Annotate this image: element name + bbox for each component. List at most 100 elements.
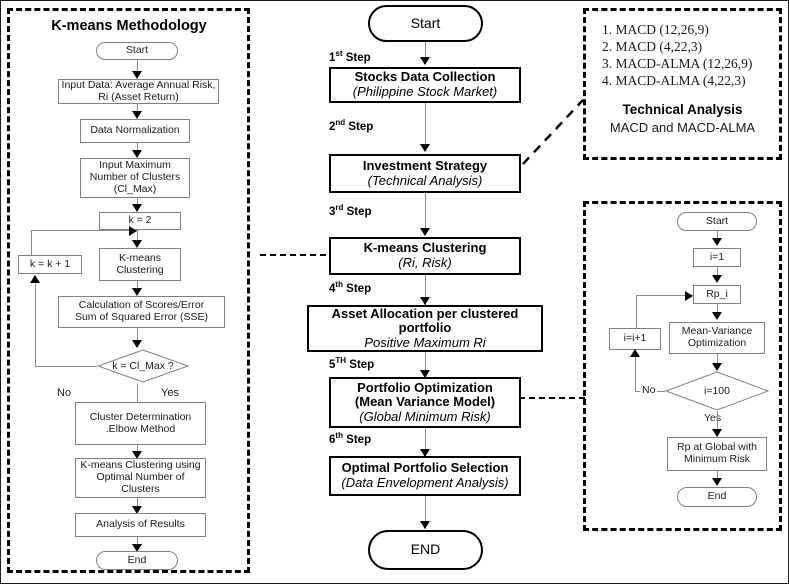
opt-node-mean-variance: Mean-Variance Optimization [669,322,765,354]
connector-center-4 [425,275,426,306]
opt-node-result-line2: Minimum Risk [684,453,750,465]
left-node-sse-line1: Calculation of Scores/Error [78,299,205,312]
center-node-kmeans-clustering: K-means Clustering (Ri, Risk) [329,237,521,275]
opt-node-mean-variance-line1: Mean-Variance [681,325,753,338]
center-node-end: END [368,530,483,570]
left-node-sse: Calculation of Scores/Error Sum of Squar… [58,296,225,328]
arrow-left-3 [132,150,142,158]
link-investment-to-technical-analysis [519,96,587,168]
left-node-optimal-clustering-line1: K-means Clustering using [80,459,201,472]
left-node-input-data: Input Data: Average Annual Risk, Ri (Ass… [58,79,219,104]
connector-left-9 [137,383,138,407]
arrow-left-7 [132,340,142,348]
center-node-portfolio-title: Portfolio Optimization [357,379,493,395]
left-node-k-increment: k = k + 1 [18,255,82,274]
diagonal-dash-line [522,99,584,165]
opt-node-i-init-label: i=1 [709,250,725,263]
arrow-opt-2 [712,275,722,283]
center-step-2-sup: nd [335,118,346,127]
arrow-left-1 [132,71,142,79]
connector-opt-2 [717,267,718,278]
arrow-opt-6 [712,478,722,486]
center-node-optimal-portfolio-selection: Optimal Portfolio Selection (Data Envelo… [329,456,521,496]
arrow-center-2 [420,144,430,152]
opt-node-result-line1: Rp at Global with [677,441,757,454]
left-node-kmeans-clustering-line2: Clustering [116,263,164,276]
center-step-5-word: Step [349,358,375,371]
arrow-opt-no-up [630,349,640,357]
left-node-start: Start [96,42,178,60]
center-node-optimal-subtitle: (Data Envelopment Analysis) [341,475,509,490]
left-node-start-label: Start [125,44,149,57]
macd-item-2: 2. MACD (4,22,3) [602,39,703,54]
center-step-label-2: 2nd Step [329,118,373,133]
arrow-left-2 [132,111,142,119]
left-node-optimal-clustering-line3: Clusters [121,482,160,495]
connector-center-2 [425,103,426,151]
center-node-stocks-title: Stocks Data Collection [354,69,496,85]
arrow-left-5 [132,240,142,248]
center-step-6-sup: th [335,431,343,440]
arrow-left-4 [132,204,142,212]
center-step-4-word: Step [346,282,372,295]
center-step-4-sup: th [335,280,343,289]
connector-opt-no-v [635,356,636,391]
connector-opt-1 [717,231,718,241]
left-node-data-normalization: Data Normalization [80,119,190,143]
connector-loop-in-h [31,230,137,231]
connector-opt-5 [717,411,718,435]
optimization-panel [583,201,782,531]
opt-edge-label-yes: Yes [704,412,722,424]
arrow-no-up [30,275,40,283]
opt-node-end-label: End [707,490,727,503]
arrow-center-7 [420,521,430,529]
center-node-kmeans-subtitle: (Ri, Risk) [398,255,452,270]
connector-center-1 [425,42,426,64]
center-node-start-label: Start [410,14,441,31]
arrow-opt-3 [712,312,722,320]
technical-analysis-panel [583,8,782,160]
connector-left-3 [137,143,138,152]
center-step-6-num: 6 [329,433,336,446]
left-node-input-data-line2: Ri (Asset Return) [98,90,179,103]
link-portfolio-to-optimization-panel [519,397,585,399]
arrow-opt-loop-in [685,291,693,301]
opt-node-rp-i: Rp_i [693,285,741,304]
center-step-6-word: Step [346,433,372,446]
connector-left-6 [137,230,138,242]
center-node-stocks-subtitle: (Philippine Stock Market) [352,84,498,99]
center-step-5-sup: TH [335,356,347,365]
connector-center-6 [425,428,426,457]
center-node-stocks-data-collection: Stocks Data Collection (Philippine Stock… [329,67,521,103]
center-node-asset-title: Asset Allocation per clustered [331,305,519,321]
left-node-sse-line2: Sum of Squared Error (SSE) [74,311,209,323]
left-node-k-init: k = 2 [99,212,181,230]
center-step-2-num: 2 [329,120,336,133]
center-step-label-4: 4th Step [329,280,371,295]
arrow-center-5 [420,370,430,378]
left-edge-label-yes: Yes [161,387,179,399]
center-step-5-num: 5 [329,358,336,371]
left-node-k-init-label: k = 2 [128,214,152,227]
connector-left-1 [137,60,138,73]
connector-center-5 [425,352,426,378]
center-node-portfolio-optimization: Portfolio Optimization (Mean Variance Mo… [329,377,521,428]
left-node-analysis: Analysis of Results [75,513,206,537]
center-step-4-num: 4 [329,282,336,295]
left-node-elbow-line2: .Elbow Method [105,422,176,435]
opt-node-i-increment-label: i=i+1 [623,332,647,345]
connector-no-v [35,283,36,366]
center-node-portfolio-subtitle: (Global Minimum Risk) [359,408,491,424]
arrow-center-3 [420,228,430,236]
center-step-1-word: Step [345,51,371,64]
opt-node-result: Rp at Global with Minimum Risk [667,437,767,471]
left-node-end: End [96,551,178,570]
center-step-1-num: 1 [329,51,336,64]
connector-center-7 [425,496,426,529]
connector-opt-loop-v [636,295,637,328]
connector-left-7 [137,281,138,290]
arrow-left-10 [132,506,142,514]
macd-item-1: 1. MACD (12,26,9) [602,22,709,37]
arrow-center-1 [420,57,430,65]
